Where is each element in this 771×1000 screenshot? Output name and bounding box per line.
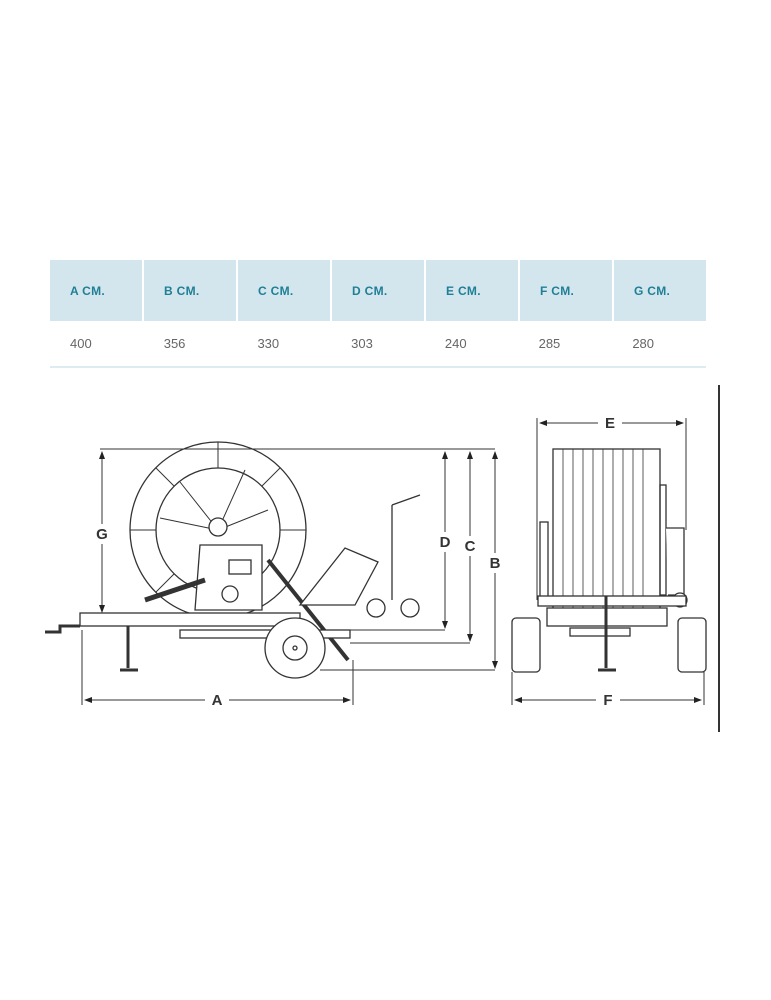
- table-row: 400 356 330 303 240 285 280: [50, 321, 706, 368]
- header-a: A CM.: [50, 260, 142, 321]
- header-e: E CM.: [426, 260, 518, 321]
- label-b: B: [490, 555, 501, 572]
- dimensions-table: A CM. B CM. C CM. D CM. E CM. F CM. G CM…: [50, 260, 706, 368]
- value-c: 330: [257, 336, 280, 351]
- header-g: G CM.: [614, 260, 706, 321]
- header-b: B CM.: [144, 260, 236, 321]
- label-d: D: [440, 534, 451, 551]
- header-f: F CM.: [520, 260, 612, 321]
- value-f: 285: [538, 336, 561, 351]
- value-a: 400: [70, 336, 92, 351]
- table-header-row: A CM. B CM. C CM. D CM. E CM. F CM. G CM…: [50, 260, 706, 321]
- value-e: 240: [444, 336, 467, 351]
- value-g: 280: [632, 336, 655, 351]
- side-view: [45, 441, 421, 679]
- front-view: [511, 448, 707, 673]
- value-d: 303: [351, 336, 373, 351]
- label-e: E: [605, 415, 615, 432]
- value-b: 356: [163, 336, 186, 351]
- label-g: G: [96, 526, 108, 543]
- dimension-labels: G D C B A E F: [92, 413, 622, 710]
- label-f: F: [603, 692, 612, 709]
- header-c: C CM.: [238, 260, 330, 321]
- label-a: A: [212, 692, 223, 709]
- label-c: C: [465, 538, 476, 555]
- header-d: D CM.: [332, 260, 424, 321]
